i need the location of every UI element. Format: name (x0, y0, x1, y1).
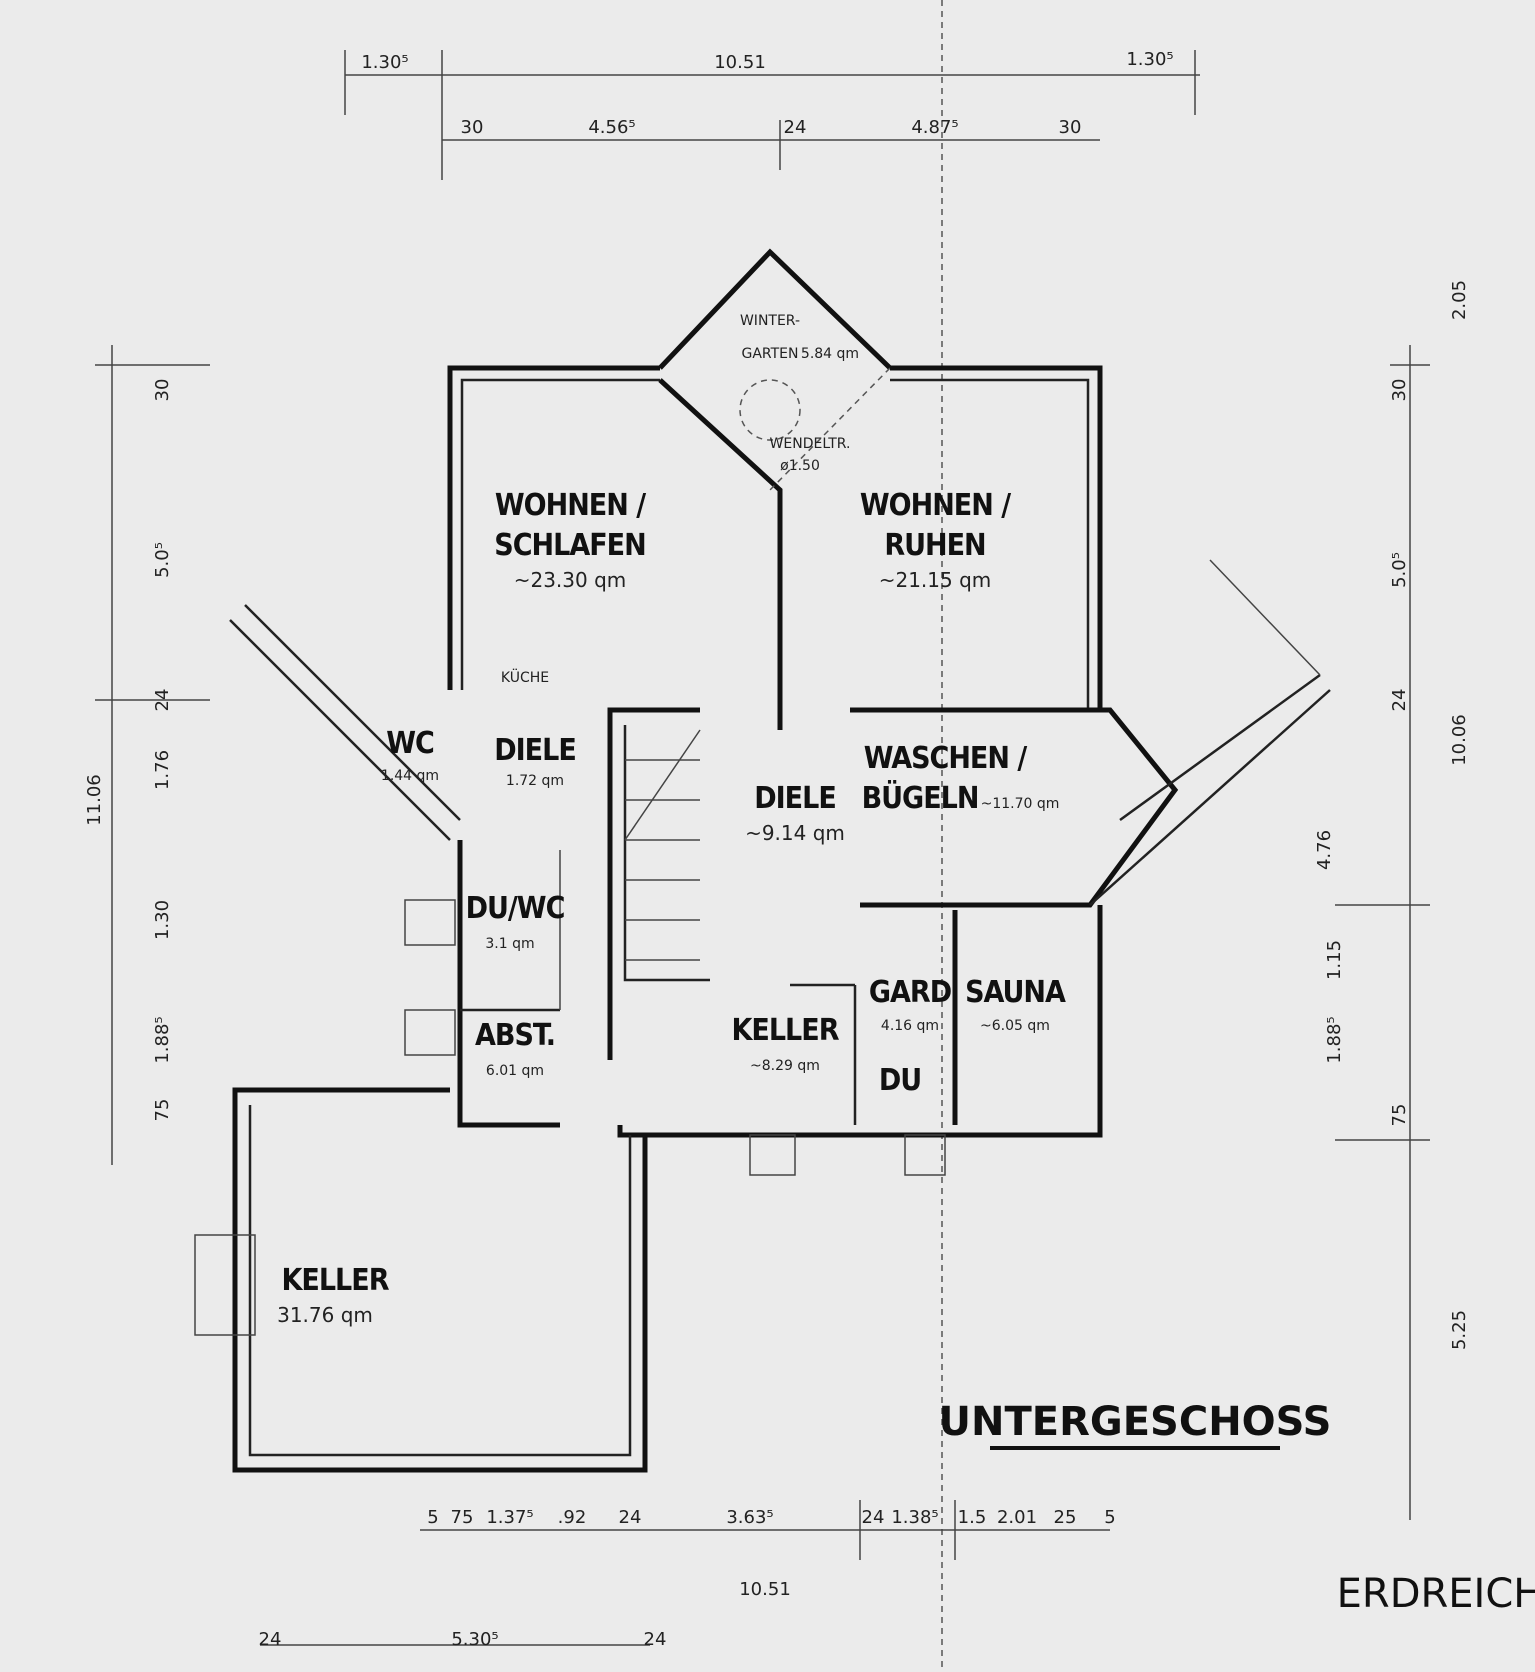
dimension-label: 11.06 (84, 774, 105, 826)
room-name: GARTEN (741, 346, 798, 362)
dimension-label: 10.06 (1449, 714, 1470, 766)
dimension-label: 1.38⁵ (891, 1507, 938, 1528)
dimension-label: 4.76 (1314, 830, 1335, 870)
dimension-label: 5.0⁵ (152, 542, 173, 578)
room-labels: WINTER- GARTEN 5.84 qm WENDELTR. ø1.50 W… (277, 313, 1067, 1327)
room-name: DU/WC (466, 891, 565, 926)
dimension-label: 2.01 (997, 1507, 1037, 1528)
room-name: ABST. (475, 1018, 555, 1053)
dimension-label: 1.30⁵ (361, 52, 408, 73)
dimension-label: 30 (461, 117, 484, 138)
dimension-label: 75 (152, 1099, 173, 1122)
spiral-stair (739, 379, 801, 441)
dimension-label: 5.25 (1449, 1310, 1470, 1350)
room-name: SAUNA (965, 975, 1066, 1010)
room-area: ~9.14 qm (745, 821, 845, 845)
room-name: KELLER (732, 1013, 840, 1048)
dimension-label: 24 (1389, 689, 1410, 712)
dimension-label: 24 (644, 1629, 667, 1650)
staircase (624, 729, 701, 961)
room-area: 3.1 qm (485, 936, 534, 952)
room-name: WASCHEN / (864, 741, 1028, 776)
dimension-label: 24 (152, 689, 173, 712)
room-area: 1.44 qm (381, 768, 439, 784)
walls (194, 248, 1331, 1473)
dimension-label: 4.87⁵ (911, 117, 958, 138)
dimension-label: 2.05 (1449, 280, 1470, 320)
dimension-label: 24 (784, 117, 807, 138)
dimension-label: 75 (1389, 1104, 1410, 1127)
dimension-label: 24 (259, 1629, 282, 1650)
dimension-label: 30 (1389, 379, 1410, 402)
dimension-label: 75 (451, 1507, 474, 1528)
room-area: ~6.05 qm (980, 1018, 1050, 1034)
dimension-label: 10.51 (739, 1579, 791, 1600)
dimension-label: 1.30⁵ (1126, 49, 1173, 70)
dimension-label: 30 (1059, 117, 1082, 138)
room-area: ~23.30 qm (514, 568, 627, 592)
dimension-label: 10.51 (714, 52, 766, 73)
room-name: GARD (869, 975, 951, 1010)
room-name: WINTER- (740, 313, 800, 329)
room-area: 5.84 qm (801, 346, 859, 362)
room-area: 31.76 qm (277, 1303, 373, 1327)
dimension-label: 1.37⁵ (486, 1507, 533, 1528)
dimension-label: 30 (152, 379, 173, 402)
dimension-lines (95, 50, 1430, 1646)
room-name: WC (386, 726, 434, 761)
room-name: WOHNEN / (495, 488, 646, 523)
exterior-label: ERDREICH (1337, 1571, 1535, 1617)
room-area: ~21.15 qm (879, 568, 992, 592)
dimension-label: 24 (862, 1507, 885, 1528)
room-area: ~8.29 qm (750, 1058, 820, 1074)
dimension-labels: 1.30⁵ 10.51 1.30⁵ 30 4.56⁵ 24 4.87⁵ 30 3… (84, 49, 1470, 1650)
spiral-stair-diameter: ø1.50 (780, 458, 820, 474)
dimension-label: 1.76 (152, 750, 173, 790)
room-name: WOHNEN / (860, 488, 1011, 523)
room-name: RUHEN (884, 528, 985, 563)
spiral-stair-label: WENDELTR. (770, 436, 851, 452)
dimension-label: 1.5 (958, 1507, 987, 1528)
room-name: DIELE (494, 733, 576, 768)
room-area: 1.72 qm (506, 773, 564, 789)
dimension-label: 1.88⁵ (152, 1016, 173, 1063)
room-name: SCHLAFEN (494, 528, 645, 563)
dimension-label: 1.88⁵ (1324, 1016, 1345, 1063)
room-name: KELLER (282, 1263, 390, 1298)
room-area: ~11.70 qm (981, 796, 1060, 812)
room-area: 4.16 qm (881, 1018, 939, 1034)
dimension-label: .92 (558, 1507, 587, 1528)
dimension-label: 1.30 (152, 900, 173, 940)
room-name: DIELE (754, 781, 836, 816)
dimension-label: 5 (1104, 1507, 1115, 1528)
kitchen-label: KÜCHE (501, 668, 549, 686)
room-name: DU (879, 1063, 921, 1098)
dimension-label: 3.63⁵ (726, 1507, 773, 1528)
plan-title: UNTERGESCHOSS (939, 1399, 1332, 1445)
dimension-label: 5 (427, 1507, 438, 1528)
room-area: 6.01 qm (486, 1063, 544, 1079)
dimension-label: 25 (1054, 1507, 1077, 1528)
room-name: BÜGELN (862, 779, 979, 816)
dimension-label: 1.15 (1324, 940, 1345, 980)
dimension-label: 5.0⁵ (1389, 552, 1410, 588)
dimension-label: 24 (619, 1507, 642, 1528)
dimension-label: 4.56⁵ (588, 117, 635, 138)
dimension-label: 5.30⁵ (451, 1629, 498, 1650)
